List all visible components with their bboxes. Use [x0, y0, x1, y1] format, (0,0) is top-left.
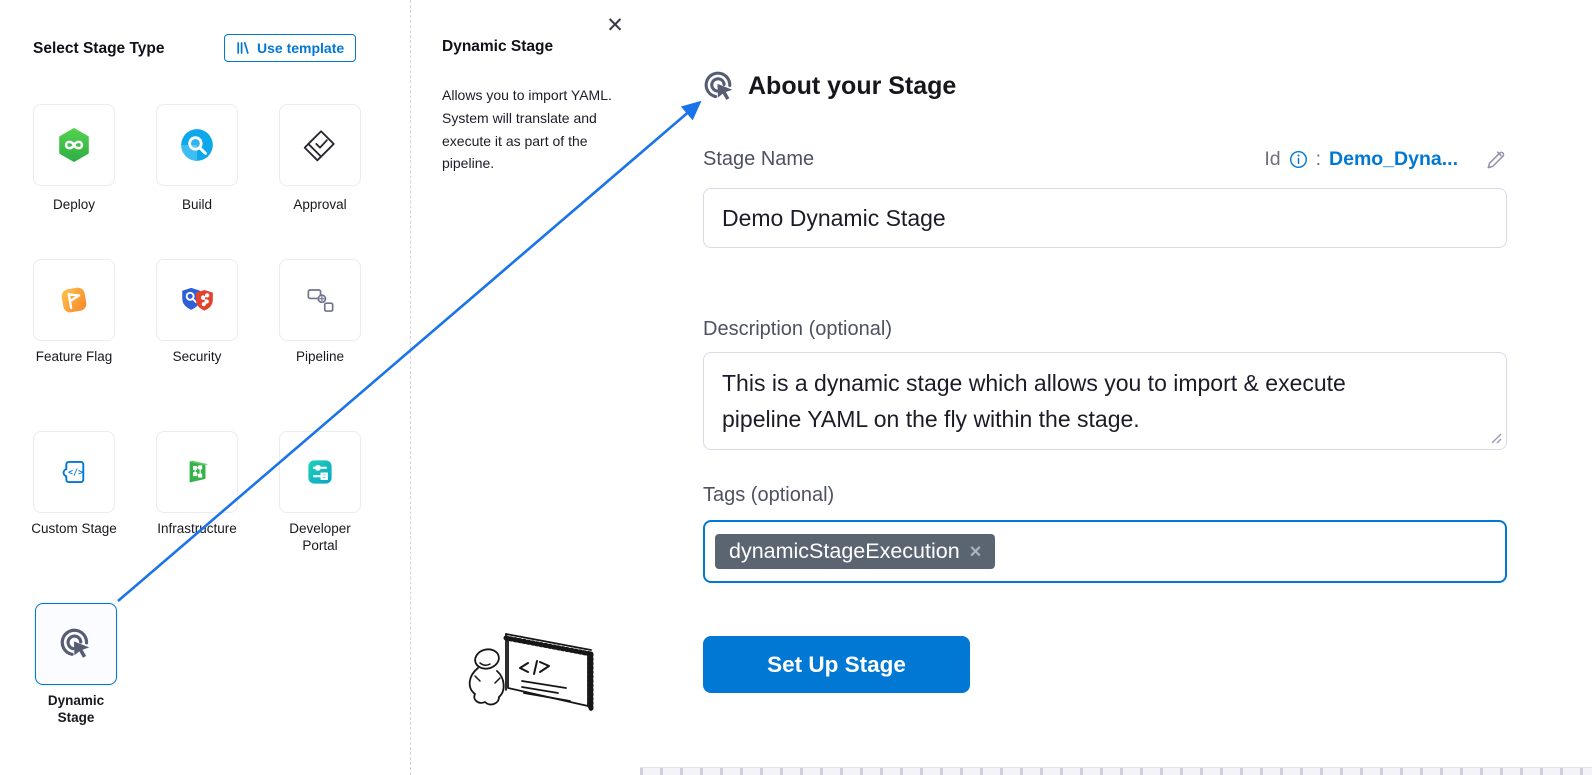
- stage-name-label: Stage Name: [703, 148, 815, 170]
- about-heading: About your Stage: [748, 72, 957, 100]
- use-template-button[interactable]: Use template: [224, 34, 357, 62]
- template-library-icon: [237, 42, 249, 54]
- infrastructure-icon: [178, 453, 216, 491]
- info-icon[interactable]: [1289, 150, 1308, 169]
- stage-tile-custom-stage[interactable]: [33, 431, 115, 513]
- id-separator: :: [1315, 148, 1322, 170]
- tag-remove-icon[interactable]: ×: [969, 540, 982, 563]
- stage-tile-pipeline[interactable]: [279, 259, 361, 341]
- description-label: Description (optional): [703, 318, 892, 340]
- stage-label: Developer Portal: [289, 521, 351, 553]
- description-textarea[interactable]: This is a dynamic stage which allows you…: [703, 352, 1507, 450]
- stage-label: Custom Stage: [31, 521, 117, 536]
- about-header: About your Stage: [701, 68, 956, 105]
- stage-label: Dynamic Stage: [47, 693, 105, 725]
- id-label: Id: [1264, 148, 1281, 170]
- stage-label: Deploy: [52, 197, 96, 212]
- pencil-icon: [1487, 151, 1505, 169]
- stage-tile-dynamic-stage[interactable]: [35, 603, 117, 685]
- use-template-label: Use template: [257, 40, 345, 56]
- info-panel-description: Allows you to import YAML. System will t…: [442, 87, 612, 172]
- stage-label: Pipeline: [295, 349, 345, 364]
- stage-label: Infrastructure: [157, 521, 237, 536]
- stage-tile-approval[interactable]: [279, 104, 361, 186]
- presenter-illustration: [468, 633, 594, 713]
- stage-tile-developer-portal[interactable]: [279, 431, 361, 513]
- tag-chip[interactable]: dynamicStageExecution ×: [715, 534, 996, 569]
- stage-tile-feature-flag[interactable]: [33, 259, 115, 341]
- tags-label: Tags (optional): [703, 484, 835, 506]
- security-icon: [178, 281, 216, 319]
- approval-icon: [301, 126, 339, 164]
- dynamic-stage-icon: [701, 68, 738, 105]
- deploy-icon: [55, 126, 93, 164]
- canvas-grid-strip: [640, 767, 1592, 775]
- pipeline-icon: [301, 281, 339, 319]
- set-up-stage-button[interactable]: Set Up Stage: [703, 636, 970, 693]
- dynamic-stage-icon: [57, 625, 95, 663]
- tags-input[interactable]: dynamicStageExecution ×: [703, 520, 1507, 583]
- developer-portal-icon: [301, 453, 339, 491]
- edit-id-button[interactable]: [1484, 147, 1507, 173]
- stage-tile-security[interactable]: [156, 259, 238, 341]
- stage-label: Build: [181, 197, 213, 212]
- close-icon[interactable]: ✕: [602, 13, 628, 39]
- stage-tile-deploy[interactable]: [33, 104, 115, 186]
- info-panel-title: Dynamic Stage: [442, 38, 554, 55]
- stage-tile-infrastructure[interactable]: [156, 431, 238, 513]
- custom-stage-icon: [55, 453, 93, 491]
- stage-label: Feature Flag: [35, 349, 113, 364]
- stage-id-row: Id : Demo_Dyna...: [1264, 148, 1458, 171]
- build-icon: [178, 126, 216, 164]
- feature-flag-icon: [55, 281, 93, 319]
- stage-label: Security: [172, 349, 222, 364]
- stage-tile-build[interactable]: [156, 104, 238, 186]
- stage-name-input[interactable]: [703, 188, 1507, 248]
- page-title: Select Stage Type: [33, 40, 165, 57]
- tag-label: dynamicStageExecution: [729, 539, 960, 563]
- panel-divider: [410, 0, 411, 775]
- id-value: Demo_Dyna...: [1329, 148, 1458, 170]
- stage-label: Approval: [293, 197, 347, 212]
